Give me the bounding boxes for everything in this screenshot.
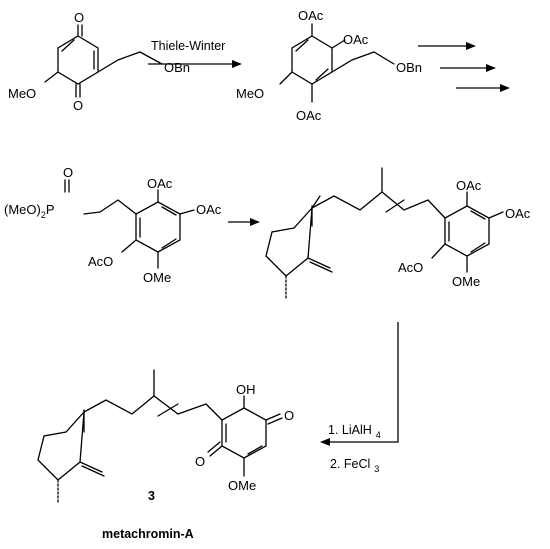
label-oac-bottom: OAc [296,108,322,123]
label-oac-right: OAc [196,202,222,217]
label-aco: AcO [398,260,423,275]
label-oac-right: OAc [505,206,531,221]
label-aco: AcO [88,254,113,269]
label-meo: MeO [8,86,36,101]
label-oac-top: OAc [147,176,173,191]
structure-4-coupled-triacetate: OAc OAc AcO OMe [265,167,531,301]
atom-o-top: O [74,10,84,25]
label-ome: OMe [228,478,256,493]
atom-o-phosphoryl: O [63,165,73,180]
label-obn: OBn [164,60,190,75]
atom-o-right: O [284,408,294,423]
label-oac-top: OAc [456,178,482,193]
label-meo2: (MeO)2P [4,202,55,220]
structure-2-triacetate: OAc OAc OAc MeO OBn [236,8,422,123]
structure-5-metachromin-a: OH O O OMe 3 metachromin-A [37,369,294,541]
label-obn: OBn [396,60,422,75]
structure-3-phosphonate: O (MeO)2P OAc OAc AcO OMe [4,165,222,285]
label-ome: OMe [143,270,171,285]
label-oh: OH [236,382,256,397]
atom-o-left: O [195,454,205,469]
arrow-step-1: Thiele-Winter [148,39,242,68]
arrows-multistep [418,42,510,92]
compound-number: 3 [148,489,155,503]
compound-name: metachromin-A [102,527,194,541]
label-oac-top: OAc [298,8,324,23]
atom-o-bottom: O [73,98,83,113]
reagent-thiele-winter: Thiele-Winter [151,39,225,53]
label-ome: OMe [452,274,480,289]
structure-1-benzoquinone: O O MeO OBn [8,10,190,113]
label-meo: MeO [236,86,264,101]
label-oac-right: OAc [343,32,369,47]
arrow-step-wittig [228,218,260,226]
